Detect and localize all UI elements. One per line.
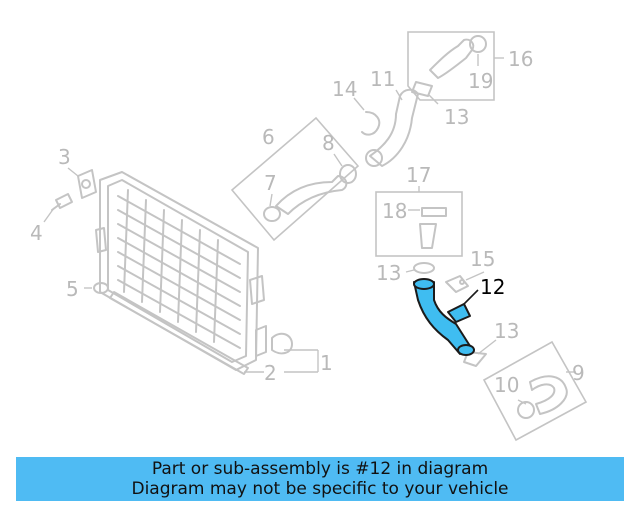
callout-12: 12 (480, 275, 505, 299)
callout-15: 15 (470, 247, 495, 271)
part-16-hose-kit (407, 31, 495, 101)
callout-13-lower: 13 (494, 319, 519, 343)
callout-6: 6 (262, 125, 275, 149)
part-3-bracket (77, 169, 97, 199)
callout-11: 11 (370, 67, 395, 91)
caption-line-2: Diagram may not be specific to your vehi… (131, 479, 509, 499)
callout-4: 4 (30, 221, 43, 245)
callout-13-upper: 13 (444, 105, 469, 129)
part-15-sensor (445, 275, 469, 293)
callout-8: 8 (322, 131, 335, 155)
part-12-highlighted-pipe (413, 278, 479, 356)
intercooler (95, 171, 293, 375)
callout-7: 7 (264, 171, 277, 195)
part-13-clamps (413, 262, 487, 367)
callout-17: 17 (406, 163, 431, 187)
leader-lines (43, 54, 576, 405)
callout-10: 10 (494, 373, 519, 397)
callout-labels: 1 2 3 4 5 6 7 8 9 10 11 12 13 13 13 14 1… (30, 47, 585, 397)
callout-9: 9 (572, 361, 585, 385)
callout-14: 14 (332, 77, 357, 101)
caption-line-1: Part or sub-assembly is #12 in diagram (151, 459, 489, 479)
callout-13-middle: 13 (376, 261, 401, 285)
callout-5: 5 (66, 277, 79, 301)
part-6-hose-kit (230, 116, 360, 242)
part-14-clip (361, 111, 381, 136)
callout-1: 1 (320, 351, 333, 375)
callout-16: 16 (508, 47, 533, 71)
callout-18: 18 (382, 199, 407, 223)
part-9-hose-kit (482, 340, 588, 442)
part-5-grommet (93, 282, 109, 294)
callout-19: 19 (468, 69, 493, 93)
part-4-bolt (51, 193, 73, 211)
callout-3: 3 (58, 145, 71, 169)
caption-banner: Part or sub-assembly is #12 in diagram D… (16, 457, 624, 501)
callout-2: 2 (264, 361, 277, 385)
